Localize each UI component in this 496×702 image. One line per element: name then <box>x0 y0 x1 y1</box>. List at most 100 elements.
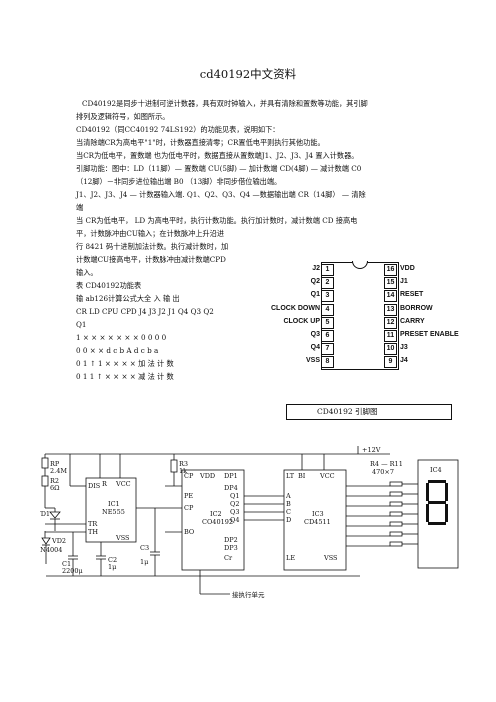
pin-number-1: 1 <box>321 264 334 276</box>
pin-label-left-3: Q1 <box>310 291 320 299</box>
ic2-pin-q3: Q3 <box>230 508 239 516</box>
pin-label-right-10: J3 <box>400 344 408 352</box>
ic3-pin-a: A <box>285 492 291 500</box>
ic3-pin-d: D <box>286 516 291 524</box>
pins-line-14: 1 × × × × × × × 0 0 0 0 <box>76 333 167 342</box>
pin-number-10: 10 <box>384 343 397 356</box>
ic2-pin-dp3: DP3 <box>224 544 238 552</box>
pin-label-right-16: VDD <box>400 265 415 272</box>
ic3-pin-bi: BI <box>298 472 306 480</box>
r2-resistor <box>41 475 49 487</box>
vd1-diode <box>49 511 61 519</box>
vd2-label: VD2 <box>51 537 66 545</box>
pin-number-5: 5 <box>321 316 334 329</box>
pins-line-2: （12脚）－非同步进位输出端 B0 （13脚）非同步借位输出端。 <box>76 177 282 186</box>
intro-line-5: 当CR为低电平，置数端 也为低电平时，数据直接从置数端J1、J2、J3、J4 置… <box>76 151 359 160</box>
pins-line-3: J1、J2、J3、J4 — 计数器输入端. Q1、Q2、Q3、Q4 —数据输出端… <box>76 190 366 199</box>
pins-line-9: 输入。 <box>76 268 98 277</box>
vd2-diode <box>41 537 51 545</box>
pins-line-17: 0 1 1 ↑ × × × × 减 法 计 数 <box>76 372 174 381</box>
pins-line-11: 输 ab126计算公式大全 入 输 出 <box>76 294 180 303</box>
pins-line-15: 0 0 × × d c b A d c b a <box>76 346 159 355</box>
pin-label-left-6: Q3 <box>310 331 320 338</box>
ic1-pin-vcc: VCC <box>115 480 131 488</box>
rp-resistor <box>41 457 49 469</box>
pin-number-2: 2 <box>321 277 334 290</box>
pin-label-right-9: J4 <box>400 357 408 365</box>
c2-label: C2 <box>108 556 117 564</box>
ic1-pin-th: TH <box>88 528 98 536</box>
pins-line-10: 表 CD40192功能表 <box>76 281 142 290</box>
pins-line-8: 计数端CU接高电平，计数脉冲由减计数端CPD <box>76 255 226 264</box>
pin-label-right-11: PRESET ENABLE <box>400 331 459 338</box>
ic3-pin-vcc: VCC <box>319 472 335 480</box>
ic2-pin-pe: PE <box>184 492 193 500</box>
ic4-display-box <box>417 459 459 569</box>
ic2-model: CO40192 <box>202 518 233 526</box>
pin-label-left-5: CLOCK UP <box>283 317 320 325</box>
pin-number-9: 9 <box>384 356 397 369</box>
pin-label-left-1: J2 <box>312 265 320 272</box>
pins-line-13: Q1 <box>76 320 87 329</box>
ic3-pin-lt: LT <box>286 472 295 480</box>
c3-value: 1μ <box>140 558 148 566</box>
pin-number-7: 7 <box>321 343 334 356</box>
pin-number-11: 11 <box>384 330 397 342</box>
intro-line-4: 当清除端CR为高电平"1"时，计数器直接清零；CR置低电平则执行其他功能。 <box>76 138 325 147</box>
pin-label-left-7: Q4 <box>310 344 320 352</box>
pins-line-5: 当 CR为低电平， LD 为高电平时，执行计数功能。执行加计数时，减计数端 CD… <box>76 216 358 225</box>
ic2-pin-dp1: DP1 <box>224 472 238 480</box>
rp-label: RP <box>50 460 60 468</box>
r4-value: 470×7 <box>372 468 394 476</box>
pin-label-right-15: J1 <box>400 278 408 286</box>
pin-label-left-8: VSS <box>305 357 320 365</box>
ic1-box <box>85 477 137 543</box>
pins-line-4: 端 <box>76 203 84 212</box>
c1-label: C1 <box>62 560 71 568</box>
ic3-pin-vss: VSS <box>323 554 338 562</box>
r2-label: R2 <box>50 477 59 485</box>
pin-number-15: 15 <box>384 277 397 290</box>
ic2-pin-vdd: VDD <box>199 472 215 480</box>
ic1-model: NE555 <box>102 508 125 516</box>
pins-line-12: CR LD CPU CPD J4 J3 J2 J1 Q4 Q3 Q2 <box>76 307 214 316</box>
pin-number-13: 13 <box>384 303 397 316</box>
ic3-pin-le: LE <box>286 554 295 562</box>
ic2-pin-bo: BO <box>184 528 194 536</box>
r3-value: 1k <box>179 467 187 475</box>
c1-value: 2200μ <box>62 567 83 575</box>
ic2-pin-q2: Q2 <box>230 500 239 508</box>
ic1-pin-r: R <box>102 480 108 488</box>
ic4-label: IC4 <box>430 466 442 474</box>
ic1-pin-dis: DIS <box>88 482 100 490</box>
r2-value: 6Ω <box>50 484 60 492</box>
pins-line-1: 引脚功能：图中：LD（11脚）— 置数端 CU(5脚) — 加计数端 CD(4脚… <box>76 164 362 173</box>
ic2-label: IC2 <box>210 510 222 518</box>
rp-value: 2.4M <box>50 467 67 475</box>
intro-line-1: CD40192是同步十进制可逆计数器，具有双时钟输入，并具有清除和置数等功能，其… <box>82 99 368 108</box>
ic2-pin-cp2: CP <box>184 504 194 512</box>
vd2-model: 1N4004 <box>40 546 62 554</box>
pin-label-right-13: BORROW <box>400 304 433 312</box>
ic3-model: CD4511 <box>304 518 331 526</box>
ic2-pin-dp2: DP2 <box>224 536 238 544</box>
pins-line-7: 行 8421 码十进制加法计数。执行减计数时，加 <box>76 242 229 251</box>
pin-label-left-4: CLOCK DOWN <box>271 304 320 312</box>
vd1-label: VD1 <box>40 510 50 518</box>
ic1-pin-vss: VSS <box>115 534 130 542</box>
c2-value: 1μ <box>108 563 116 571</box>
intro-line-2: 排列及逻辑符号，如图所示。 <box>76 112 170 121</box>
pin-number-8: 8 <box>321 356 334 369</box>
circuit-schematic: RP 2.4M R2 6Ω VD1 VD2 1N4004 C1 2200μ C2… <box>40 446 459 599</box>
pin-diagram-caption: CD40192 引脚图 <box>317 407 378 416</box>
ic2-pin-q4: Q4 <box>230 516 239 524</box>
pin-diagram-caption-box: CD40192 引脚图 <box>286 404 452 420</box>
ic2-pin-cr: Cr <box>224 554 233 562</box>
pin-label-right-14: RESET <box>400 291 424 299</box>
ic3-box <box>283 469 347 571</box>
vcc-label: +12V <box>362 446 381 454</box>
ic3-pin-b: B <box>286 500 291 508</box>
pins-line-6: 平，计数脉冲由CU输入；在计数脉冲上升沿进 <box>76 229 225 238</box>
r4-label: R4 — R11 <box>370 460 403 468</box>
